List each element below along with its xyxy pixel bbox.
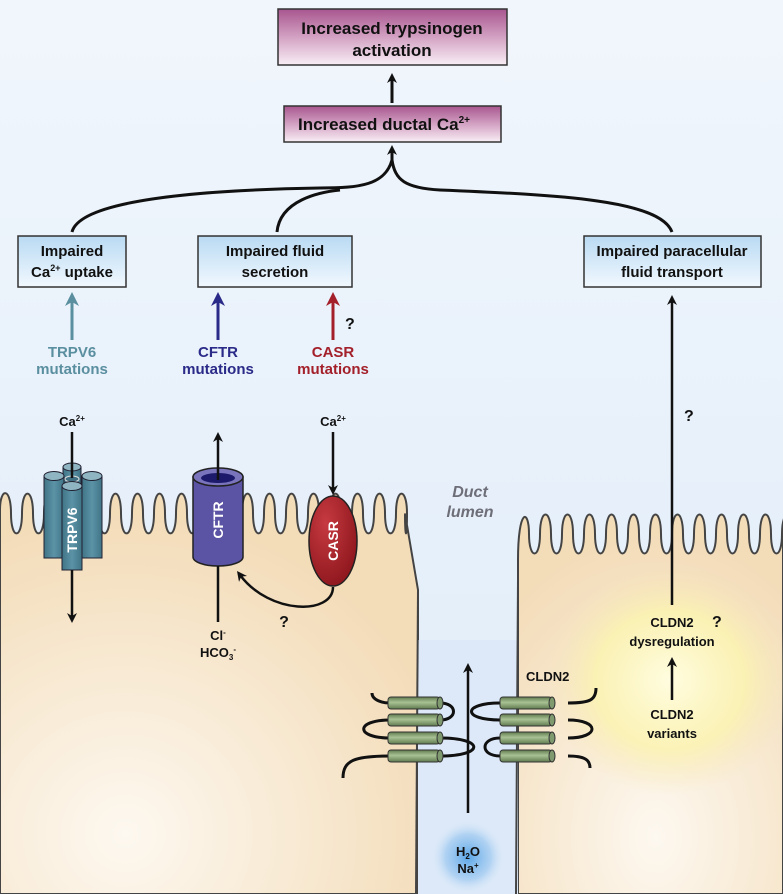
casr-arrowhead	[326, 292, 340, 306]
svg-text:Increased ductal Ca2+: Increased ductal Ca2+	[298, 115, 470, 134]
cldn2-helix-cap	[548, 749, 556, 763]
cldn2-helix-cap	[436, 731, 444, 745]
trpv6-arrowhead	[65, 292, 79, 306]
casr-to-cftr-arrow	[236, 571, 335, 608]
ca-uptake-rest: uptake	[60, 264, 113, 281]
cldn2-variants-line2: variants	[647, 726, 697, 741]
cftr-label: CFTR	[210, 501, 226, 538]
cldn2-helix	[387, 731, 441, 745]
cldn2-variants-line1: CLDN2	[650, 707, 693, 722]
cldn2-helix	[387, 749, 441, 763]
cldn2-helix-cap	[548, 696, 556, 710]
casr-ca-label: Ca2+	[320, 414, 346, 429]
merge-curve-left	[70, 159, 394, 233]
svg-text:Ca2+ uptake: Ca2+ uptake	[31, 263, 113, 281]
cldn2-helix	[499, 749, 553, 763]
trpv6-mutations-label: mutations	[36, 361, 108, 378]
cftr-arrowhead	[211, 292, 225, 306]
fluid-secretion-line1: Impaired fluid	[226, 243, 324, 260]
cldn2-helix-cap	[548, 713, 556, 727]
paracellular-line2: fluid transport	[621, 264, 723, 281]
impaired-fluid-secretion-box: Impaired fluid secretion	[197, 235, 353, 288]
trypsinogen-line1: Increased trypsinogen	[301, 19, 482, 38]
cftr-mutations-label: mutations	[182, 361, 254, 378]
merge-curve-middle	[275, 188, 341, 233]
sodium-label: Na+	[457, 861, 479, 876]
duct-lumen-line1: Duct	[452, 484, 488, 501]
cldn2-label: CLDN2	[526, 669, 569, 684]
cldn2-dysreg-question-mark: ?	[712, 614, 722, 631]
cldn2-glow	[545, 565, 783, 795]
casr-mutations-label: mutations	[297, 361, 369, 378]
casr-receptor: CASR	[308, 495, 358, 587]
ductal-ca-sup: 2+	[459, 115, 471, 126]
water-sodium-glow	[430, 819, 506, 894]
impaired-ca-uptake-box: Impaired Ca2+ uptake	[17, 235, 127, 288]
merge-curve-right	[390, 159, 674, 233]
trpv6-ca-label: Ca2+	[59, 414, 85, 429]
cldn2-helix-cap	[436, 696, 444, 710]
trpv6-label: TRPV6	[64, 507, 80, 552]
water-label: H2O	[456, 844, 480, 861]
cldn2-helix	[387, 713, 441, 727]
paracellular-question-mark: ?	[684, 408, 694, 425]
cldn2-helix	[499, 696, 553, 710]
ductal-ca-text: Increased ductal Ca	[298, 115, 459, 134]
ca-uptake-ca: Ca	[31, 264, 51, 281]
cldn2-dysreg-line2: dysregulation	[629, 634, 714, 649]
ca-uptake-line1: Impaired	[41, 243, 104, 260]
ca-uptake-sup: 2+	[50, 263, 60, 273]
cftr-gene-label: CFTR	[198, 344, 238, 361]
cldn2-helix-cap	[436, 749, 444, 763]
chloride-label: Cl-	[210, 628, 226, 643]
trpv6-gene-label: TRPV6	[48, 344, 96, 361]
cldn2-tight-junction	[341, 687, 598, 779]
cldn2-helix	[387, 696, 441, 710]
cldn2-dysreg-line1: CLDN2	[650, 615, 693, 630]
fluid-secretion-line2: secretion	[242, 264, 309, 281]
cldn2-helix	[499, 731, 553, 745]
bicarbonate-label: HCO3-	[200, 645, 236, 662]
cldn2-helix-cap	[548, 731, 556, 745]
trypsinogen-line2: activation	[352, 41, 431, 60]
impaired-paracellular-box: Impaired paracellular fluid transport	[583, 235, 762, 288]
trpv6-channel: TRPV6	[43, 462, 103, 571]
casr-gene-label: CASR	[312, 344, 355, 361]
casr-question-mark: ?	[345, 316, 355, 333]
cldn2-helices	[387, 696, 556, 763]
cldn2-helix	[499, 713, 553, 727]
paracellular-line1: Impaired paracellular	[597, 243, 748, 260]
casr-cftr-question-mark: ?	[279, 614, 289, 631]
ductal-ca-box: Increased ductal Ca2+	[283, 105, 502, 143]
casr-label: CASR	[325, 521, 341, 561]
trypsinogen-activation-box: Increased trypsinogen activation	[277, 8, 508, 66]
cldn2-helix-cap	[436, 713, 444, 727]
duct-lumen-line2: lumen	[446, 504, 493, 521]
cftr-channel: CFTR	[192, 467, 244, 567]
